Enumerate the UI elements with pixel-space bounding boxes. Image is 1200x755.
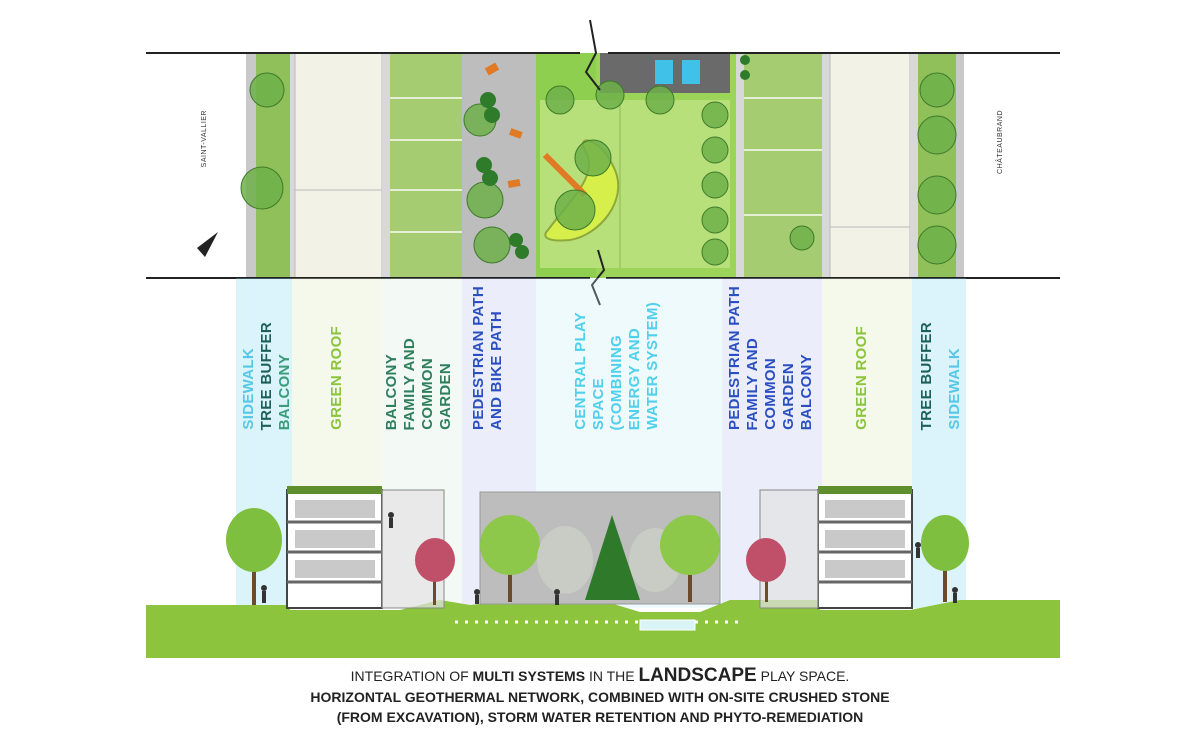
- zone-label: SPACE: [590, 377, 607, 430]
- caption-line-3: (FROM EXCAVATION), STORM WATER RETENTION…: [336, 709, 864, 725]
- zone-label: BALCONY: [798, 353, 815, 430]
- zone-label: PEDESTRIAN PATH: [726, 286, 743, 430]
- zone-label: GARDEN: [780, 363, 797, 430]
- zone-label: TREE BUFFER: [918, 321, 935, 430]
- caption-part: PLAY SPACE.: [756, 668, 850, 684]
- zone-label: GREEN ROOF: [328, 326, 345, 430]
- zone-label: SIDEWALK: [240, 348, 257, 430]
- zone-label: BALCONY: [276, 353, 293, 430]
- zone-label: (COMBINING: [608, 334, 625, 431]
- zone-label: WATER SYSTEM): [644, 302, 661, 430]
- zone-label: PEDESTRIAN PATH: [470, 286, 487, 430]
- caption: INTEGRATION OF MULTI SYSTEMS IN THE LAND…: [0, 665, 1200, 727]
- zone-label: SIDEWALK: [946, 348, 963, 430]
- caption-part: INTEGRATION OF: [350, 668, 473, 684]
- caption-part: IN THE: [585, 668, 639, 684]
- street-label-left: SAINT-VALLIER: [201, 110, 208, 168]
- zone-label: FAMILY AND: [744, 337, 761, 430]
- zone-label: TREE BUFFER: [258, 321, 275, 430]
- caption-line-1: INTEGRATION OF MULTI SYSTEMS IN THE LAND…: [0, 665, 1200, 687]
- zone-label: FAMILY AND: [401, 337, 418, 430]
- site-plan: [146, 19, 1060, 306]
- caption-line-2: HORIZONTAL GEOTHERMAL NETWORK, COMBINED …: [310, 689, 890, 705]
- zone-label: COMMON: [419, 358, 436, 430]
- zone-label: CENTRAL PLAY: [572, 312, 589, 430]
- site-section: [146, 486, 1060, 658]
- zone-label: AND BIKE PATH: [488, 310, 505, 430]
- caption-emphasis: MULTI SYSTEMS: [472, 668, 586, 684]
- zone-label: GARDEN: [437, 363, 454, 430]
- zone-label: BALCONY: [383, 353, 400, 430]
- zone-label: GREEN ROOF: [853, 326, 870, 430]
- zone-label: ENERGY AND: [626, 327, 643, 430]
- zone-label: COMMON: [762, 358, 779, 430]
- caption-landscape: LANDSCAPE: [638, 665, 757, 686]
- street-label-right: CHÂTEAUBRAND: [997, 110, 1004, 174]
- north-arrow-icon: [197, 232, 218, 257]
